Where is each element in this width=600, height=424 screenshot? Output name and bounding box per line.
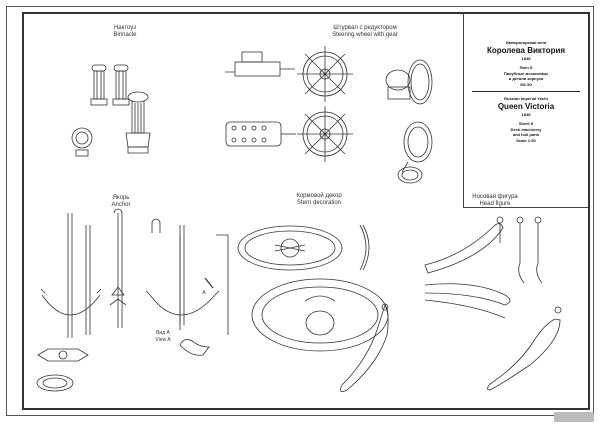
- head-figure-label-en: Head figure: [479, 201, 511, 207]
- binnacle-label: Нактоуз Binnacle: [113, 25, 136, 39]
- gear-box-top: [225, 121, 296, 147]
- sheet-outer-border: [6, 6, 594, 416]
- head-figure-small: [339, 303, 389, 393]
- title-ru-subtitle: Императорская яхта: [505, 40, 547, 45]
- head-figure-plan: [424, 283, 511, 319]
- title-separator: [472, 91, 580, 92]
- stern-decoration-label-en: Stern decoration: [296, 200, 342, 206]
- title-ru-scale: M1:50: [520, 81, 532, 87]
- steering-wheel-label-en: Steering wheel with gear: [332, 32, 398, 38]
- gear-box-side: [225, 51, 295, 77]
- binnacle-perspective: [125, 91, 151, 154]
- stern-decoration-drawing: [237, 224, 389, 393]
- anchor-main-view: [145, 235, 220, 330]
- steering-wheel-label: Штурвал с редуктором Steering wheel with…: [332, 25, 398, 39]
- steering-wheel-front-2: [297, 106, 353, 162]
- steering-wheel-drawing: [225, 46, 433, 184]
- title-en-desc2: and hull parts: [512, 132, 540, 137]
- head-figure-drawing: [424, 216, 562, 391]
- watermark-badge: [554, 412, 594, 422]
- anchor-drawing: [36, 208, 229, 392]
- head-figure-front: [516, 216, 543, 284]
- title-ru-sheet: Лист 8: [519, 65, 533, 70]
- anchor-front-view: [109, 208, 127, 328]
- anchor-label-ru: Якорь: [112, 195, 130, 201]
- stern-plaque-lower: [251, 278, 389, 352]
- steering-wheel-perspective: [385, 59, 433, 105]
- stern-decoration-label: Кормовой декор Stern decoration: [296, 193, 341, 207]
- title-ru: Королева Виктория: [486, 45, 566, 55]
- title-block: Императорская яхта Королева Виктория 184…: [463, 12, 588, 208]
- stern-plaque-upper: [237, 225, 343, 271]
- anchor-label-en: Anchor: [111, 202, 131, 208]
- anchor-ring-plan: [36, 374, 74, 392]
- head-figure-side: [424, 216, 504, 274]
- view-a-marker: A: [202, 290, 206, 296]
- sheet-inner-border: [22, 12, 590, 410]
- title-en: Queen Victoria: [497, 101, 555, 111]
- anchor-side-view: [40, 213, 102, 338]
- anchor-shackle: [151, 218, 185, 325]
- steering-wheel-front-1: [297, 46, 353, 102]
- anchor-shank-right: [216, 234, 229, 335]
- title-en-scale: Scale 1:50: [516, 137, 536, 143]
- steering-wheel-label-ru: Штурвал с редуктором: [333, 25, 397, 31]
- title-en-desc1: Deck machinery: [510, 126, 542, 132]
- anchor-view-a: [179, 339, 210, 356]
- binnacle-label-ru: Нактоуз: [113, 25, 137, 31]
- steering-wheel-perspective-2: [397, 121, 433, 184]
- binnacle-column-2: [112, 64, 130, 106]
- anchor-label: Якорь Anchor: [111, 195, 130, 209]
- head-figure-perspective: [487, 306, 562, 391]
- view-a-label-ru: Вид А: [156, 330, 170, 336]
- title-ru-desc1: Палубные механизмы: [503, 70, 549, 76]
- anchor-stock: [85, 225, 91, 335]
- title-ru-desc2: и детали корпуса: [508, 76, 544, 81]
- stern-plaque-side: [359, 224, 370, 271]
- binnacle-column-1: [90, 64, 108, 106]
- binnacle-label-en: Binnacle: [113, 32, 137, 38]
- title-en-year: 1848: [521, 111, 531, 117]
- view-a-arrow: [204, 277, 214, 289]
- head-figure-label: Носовая фигура Head figure: [472, 194, 518, 208]
- title-en-subtitle: Russian Imperial Yacht: [504, 96, 548, 101]
- title-en-sheet: Sheet 8: [518, 121, 534, 126]
- head-figure-label-ru: Носовая фигура: [472, 194, 518, 200]
- view-a-label: Вид А View A: [155, 330, 170, 344]
- binnacle-drawing: [71, 64, 151, 157]
- anchor-crown-view: [37, 348, 89, 362]
- binnacle-top-view: [71, 127, 93, 157]
- view-a-label-en: View A: [155, 337, 171, 343]
- title-ru-year: 1848: [521, 55, 531, 61]
- stern-decoration-label-ru: Кормовой декор: [296, 193, 342, 199]
